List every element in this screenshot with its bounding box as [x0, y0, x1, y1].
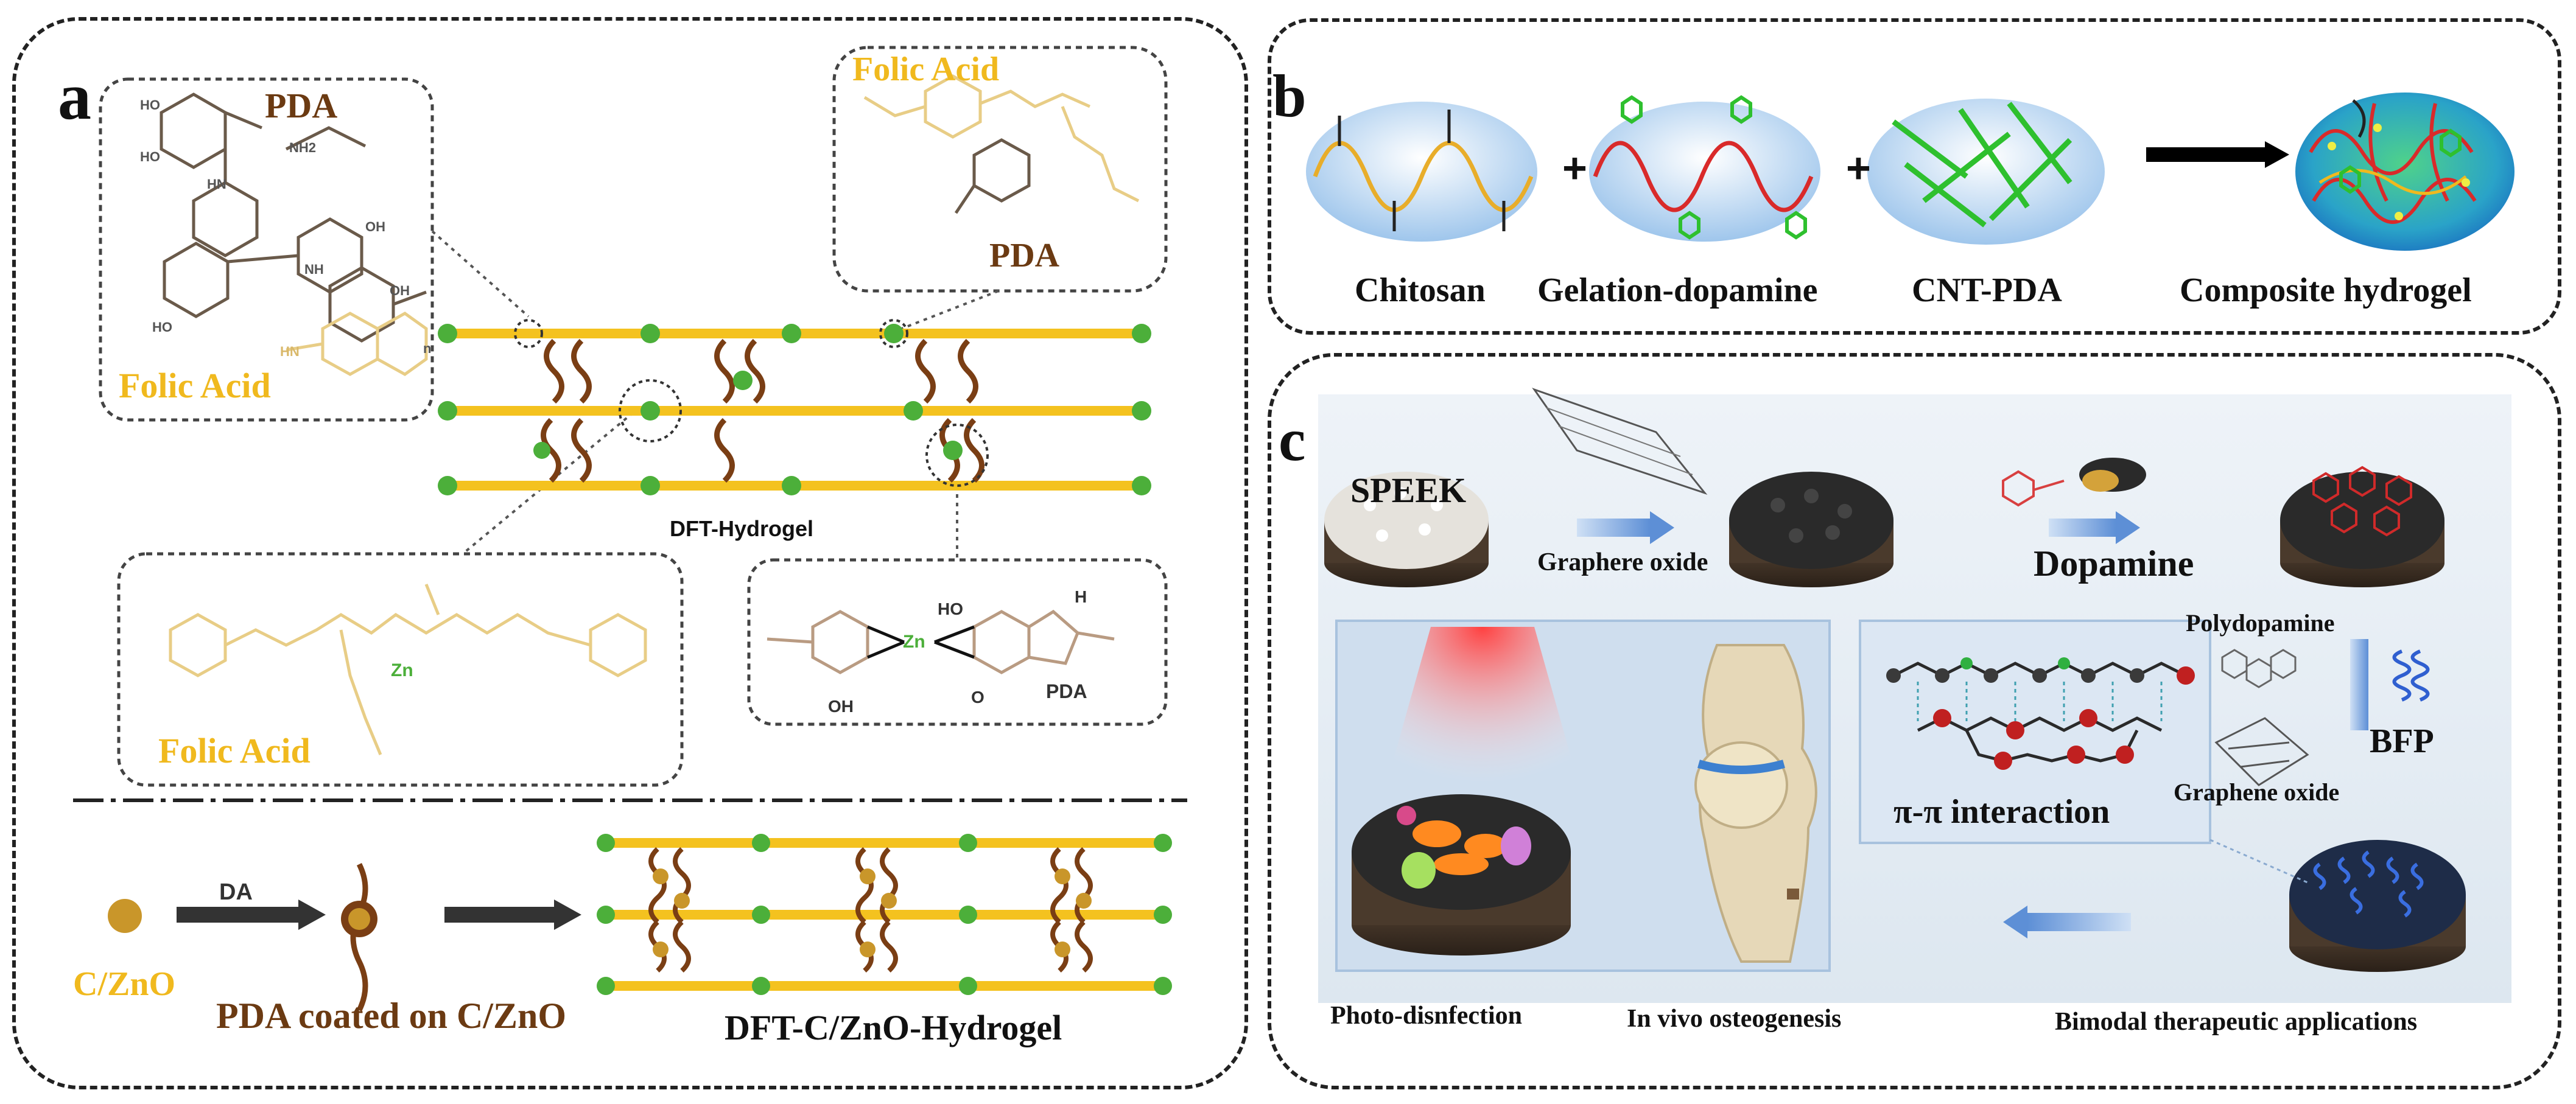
inset-folic-zn	[117, 552, 684, 787]
composite-hydrogel-label: Composite hydrogel	[2180, 271, 2472, 309]
chem-ho-1: HO	[140, 97, 160, 113]
dft-hydrogel-label: DFT-Hydrogel	[670, 516, 814, 541]
folic-acid-label-bottom: Folic Acid	[158, 731, 311, 770]
folic-acid-label-left: Folic Acid	[119, 366, 271, 405]
panel-c-letter: c	[1279, 406, 1306, 473]
pda-label-top: PDA	[265, 86, 338, 125]
panel-c-frame	[1268, 353, 2561, 1089]
chem-oh-3: OH	[828, 697, 854, 716]
chem-hn-1: HN	[207, 176, 226, 192]
cnt-pda-label: CNT-PDA	[1912, 271, 2062, 309]
zn-label-left: Zn	[391, 660, 413, 680]
in-vivo-osteogenesis-label: In vivo osteogenesis	[1627, 1005, 1842, 1033]
pi-pi-interaction-label: π-π interaction	[1893, 793, 2110, 831]
panel-b-frame	[1268, 18, 2561, 335]
pda-label-small: PDA	[1046, 680, 1087, 702]
czno-label: C/ZnO	[73, 965, 176, 1003]
panel-a-frame	[12, 17, 1248, 1089]
folic-acid-label-top-right: Folic Acid	[852, 51, 1000, 88]
speek-label: SPEEK	[1350, 470, 1467, 510]
chem-ho-3: HO	[152, 320, 172, 335]
panel-a-letter: a	[58, 59, 91, 133]
pda-label-right: PDA	[989, 237, 1060, 274]
chem-oh-2: OH	[390, 283, 410, 298]
svg-text:+: +	[1846, 144, 1871, 192]
panel-b-letter: b	[1272, 62, 1307, 130]
inset-pda-structure	[99, 77, 434, 422]
chem-oh-1: OH	[365, 219, 385, 234]
svg-text:+: +	[1562, 144, 1587, 192]
pda-coated-label: PDA coated on C/ZnO	[216, 996, 567, 1036]
czno-particle	[108, 899, 142, 933]
chem-nh: NH	[304, 262, 324, 277]
graphene-oxide-top-label: Graphere oxide	[1537, 548, 1708, 576]
chem-hn-2: HN	[280, 344, 300, 359]
photo-disinfection-label: Photo-disnfection	[1330, 1002, 1522, 1030]
chem-o-1: O	[971, 688, 984, 707]
dopamine-label: Dopamine	[2034, 543, 2194, 584]
zn-label-right: Zn	[903, 632, 925, 652]
chem-h: H	[1075, 587, 1087, 606]
chem-n-subscript: n	[423, 341, 432, 356]
chem-ho-2: HO	[140, 149, 160, 164]
da-label: DA	[219, 879, 253, 905]
bfp-label: BFP	[2370, 722, 2434, 760]
chem-ho-4: HO	[938, 599, 963, 618]
dft-czno-hydrogel-label: DFT-C/ZnO-Hydrogel	[725, 1008, 1062, 1047]
inset-folic-pda	[832, 46, 1168, 293]
graphene-oxide-label: Graphene oxide	[2174, 778, 2340, 806]
chitosan-label: Chitosan	[1355, 271, 1486, 309]
polydopamine-label: Polydopamine	[2186, 609, 2335, 637]
bimodal-applications-label: Bimodal therapeutic applications	[2055, 1008, 2418, 1036]
gelation-dopamine-label: Gelation-dopamine	[1537, 271, 1818, 309]
chem-nh2: NH2	[289, 140, 317, 155]
inset-zn-pda	[747, 558, 1168, 726]
